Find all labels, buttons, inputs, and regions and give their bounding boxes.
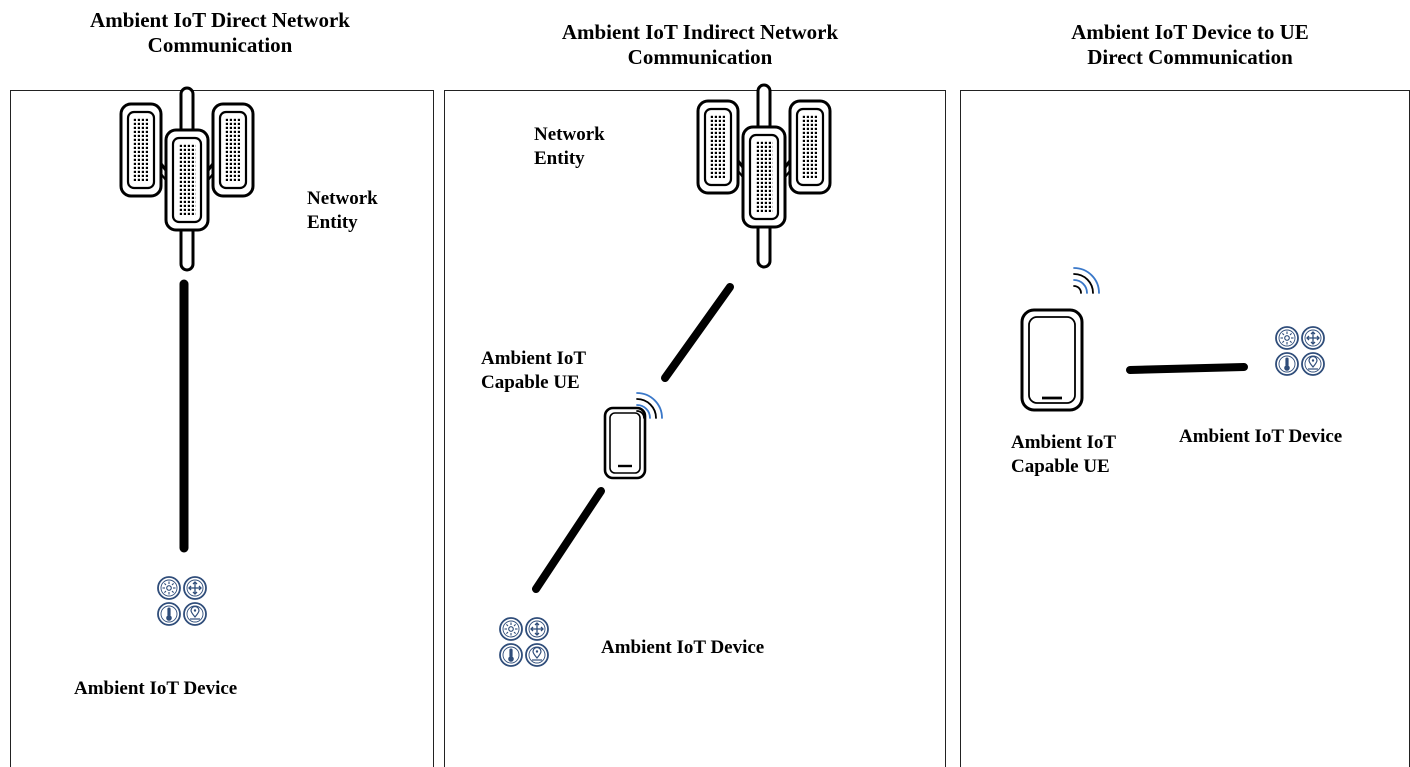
tower-to-ue-line [661, 283, 734, 382]
network-entity-label-line1: Network [534, 124, 605, 145]
ue-to-device-line [532, 487, 605, 593]
network-entity-label: Network Entity [307, 187, 378, 235]
panel-2-title-line1: Ambient IoT Indirect Network [561, 20, 839, 44]
wifi-waves-icon [1073, 267, 1100, 294]
smartphone-icon [1020, 308, 1084, 412]
panel-3-title-line2: Direct Communication [1087, 45, 1293, 69]
capable-ue-label-line2: Capable UE [481, 372, 580, 393]
smartphone-icon [603, 406, 647, 480]
iot-device-icon [1275, 326, 1325, 376]
panel-2-frame [444, 90, 946, 767]
capable-ue-label-line1: Ambient IoT [481, 348, 587, 369]
cell-tower-icon [696, 83, 832, 269]
panel-1-title-line1: Ambient IoT Direct Network [90, 8, 350, 32]
ue-to-device-line [1126, 363, 1248, 374]
panel-1-title-line2: Communication [147, 33, 293, 57]
iot-device-label: Ambient IoT Device [601, 637, 765, 658]
panel-1-title: Ambient IoT Direct Network Communication [40, 8, 400, 58]
capable-ue-label: Ambient IoT Capable UE [481, 347, 586, 395]
network-entity-label-line2: Entity [534, 148, 585, 169]
network-entity-label-line1: Network [307, 188, 378, 209]
network-entity-label: Network Entity [534, 123, 605, 171]
capable-ue-label-line1: Ambient IoT [1011, 432, 1117, 453]
network-entity-label-line2: Entity [307, 212, 358, 233]
iot-device-label: Ambient IoT Device [1179, 426, 1343, 447]
capable-ue-label-line2: Capable UE [1011, 456, 1110, 477]
panel-2-title: Ambient IoT Indirect Network Communicati… [490, 20, 910, 70]
capable-ue-label: Ambient IoT Capable UE [1011, 431, 1116, 479]
iot-device-label: Ambient IoT Device [74, 678, 238, 699]
panel-1-frame [10, 90, 434, 767]
iot-device-icon [499, 617, 549, 667]
panel-3-title-line1: Ambient IoT Device to UE [1071, 20, 1309, 44]
cell-tower-icon [119, 86, 255, 272]
panel-2-title-line2: Communication [627, 45, 773, 69]
panel-3-title: Ambient IoT Device to UE Direct Communic… [1010, 20, 1370, 70]
iot-device-icon [157, 576, 207, 626]
